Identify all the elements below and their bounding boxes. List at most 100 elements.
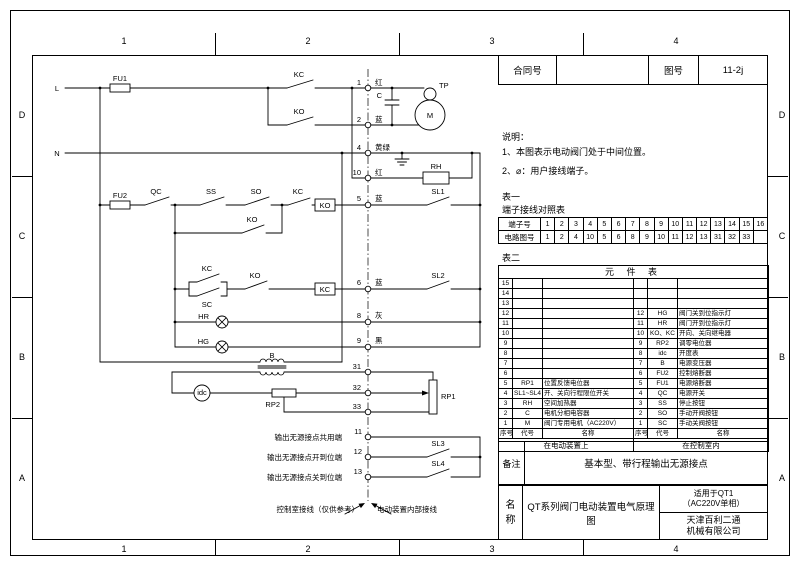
cell-no: 2 (633, 408, 648, 419)
terminal-cell: 8 (639, 217, 655, 231)
terminal-point (364, 433, 372, 441)
cell-code: M (512, 418, 543, 429)
name-label: 名称 (505, 499, 516, 526)
wire-color: 灰 (375, 310, 383, 320)
component-row: 15 (498, 278, 770, 289)
potentiometer-rp2-symbol (271, 388, 297, 398)
cell-no (633, 278, 648, 289)
cell-code: HG (647, 308, 678, 319)
label-qc: QC (150, 187, 162, 196)
circuit-cell: 4 (568, 230, 584, 244)
zone-label-right: B (778, 352, 785, 362)
zone-label-left: C (18, 231, 26, 241)
cell-name: 电源熔断器 (676, 378, 770, 389)
cell-no: 3 (633, 398, 648, 409)
cell-name: 开、关向行程限位开关 (542, 388, 634, 399)
meter-idc-symbol (193, 384, 211, 402)
cell-name: 阀门开到位指示灯 (676, 318, 770, 329)
cell-no: 4 (498, 388, 513, 399)
cell-no: 2 (498, 408, 513, 419)
cell-no: 4 (633, 388, 648, 399)
remarks-text: 基本型、带行程输出无源接点 (584, 459, 708, 470)
cell-name (542, 288, 634, 299)
label-motor: M (427, 111, 433, 120)
terminal-no: 8 (357, 311, 361, 320)
circuit-cell: 33 (738, 230, 754, 244)
label-rp2: RP2 (265, 400, 280, 409)
terminal-no: 13 (354, 467, 362, 476)
circuit-cell: 11 (667, 230, 683, 244)
cell-no: 10 (498, 328, 513, 339)
transformer-secondary-coil (259, 371, 285, 376)
cell-code (512, 358, 543, 369)
label-kc-hold: KC (202, 264, 213, 273)
zone-tick (12, 176, 32, 177)
heater-rh-symbol (422, 171, 450, 185)
cell-name (542, 308, 634, 319)
cell-code: C (512, 408, 543, 419)
terminal-no: 1 (357, 78, 361, 87)
label-hr: HR (198, 312, 209, 321)
terminal-no: 33 (353, 402, 361, 411)
annotation-out-common: 输出无源接点共用端 (275, 432, 343, 442)
terminal-point (364, 285, 372, 293)
fuse-fu2-symbol (109, 200, 131, 210)
cell-no: 14 (498, 288, 513, 299)
terminal-cell: 5 (596, 217, 612, 231)
cell-no: 15 (498, 278, 513, 289)
cell-name: 阀门关到位指示灯 (676, 308, 770, 319)
cell-no: 11 (498, 318, 513, 329)
label-kc-coil: KC (320, 285, 331, 294)
cell-name: 控制熔断器 (676, 368, 770, 379)
zone-label-top: 2 (305, 36, 311, 46)
cell-no: 9 (498, 338, 513, 349)
terminal-cell: 2 (554, 217, 570, 231)
terminal-cell: 15 (738, 217, 754, 231)
header-code: 代号 (647, 428, 678, 439)
header-name: 名称 (676, 428, 770, 439)
terminal-point (364, 318, 372, 326)
label-capacitor: C (377, 91, 383, 100)
cell-code: SS (647, 398, 678, 409)
cell-no (633, 298, 648, 309)
schematic-diagram: L N FU1 KC KO 1 红 2 蓝 TP C M 4 黄绿 10 红 R… (54, 69, 482, 515)
label-hg: HG (198, 337, 209, 346)
header-name: 名称 (542, 428, 634, 439)
circuit-cell: 13 (696, 230, 712, 244)
cell-code: RP1 (512, 378, 543, 389)
cell-no: 9 (633, 338, 648, 349)
wire-color: 蓝 (375, 114, 383, 124)
cell-name (676, 278, 770, 289)
component-row: 13 (498, 298, 770, 309)
contract-no-label: 合同号 (499, 56, 557, 84)
zone-label-left: B (18, 352, 25, 362)
label-sl3: SL3 (431, 439, 444, 448)
zone-tick (583, 33, 584, 55)
terminal-cell: 14 (724, 217, 740, 231)
company-line-1: 天津百利二通 (686, 514, 741, 525)
cell-name: 调零电位器 (676, 338, 770, 349)
terminal-point (364, 201, 372, 209)
annotation-out-closed: 输出无源接点关到位端 (267, 472, 342, 482)
cell-code: QC (647, 388, 678, 399)
terminal-point (364, 408, 372, 416)
table2-label: 表二 (502, 253, 521, 263)
terminal-point (364, 473, 372, 481)
terminal-cell: 11 (681, 217, 698, 231)
header-no: 序号 (633, 428, 648, 439)
header-no: 序号 (498, 428, 513, 439)
thermal-protector-symbol (423, 87, 437, 101)
zone-label-bottom: 4 (673, 544, 679, 554)
zone-label-top: 3 (489, 36, 495, 46)
component-table-title: 元 件 表 (497, 265, 770, 279)
cell-name: 开度表 (676, 348, 770, 359)
label-ss: SS (206, 187, 216, 196)
terminal-cell: 7 (625, 217, 641, 231)
cell-code: FU2 (647, 368, 678, 379)
